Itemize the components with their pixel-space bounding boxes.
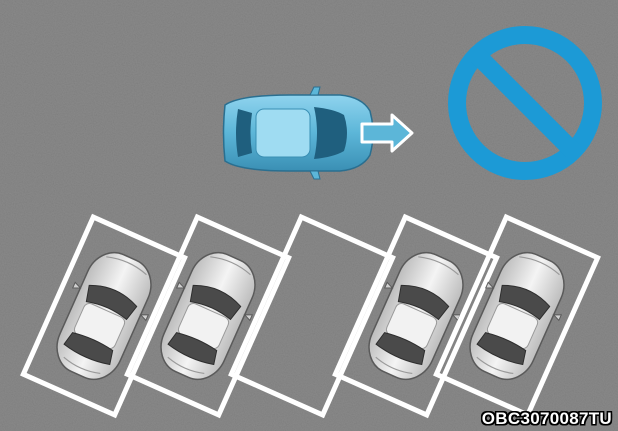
image-code-label: OBC3070087TU xyxy=(482,409,612,429)
